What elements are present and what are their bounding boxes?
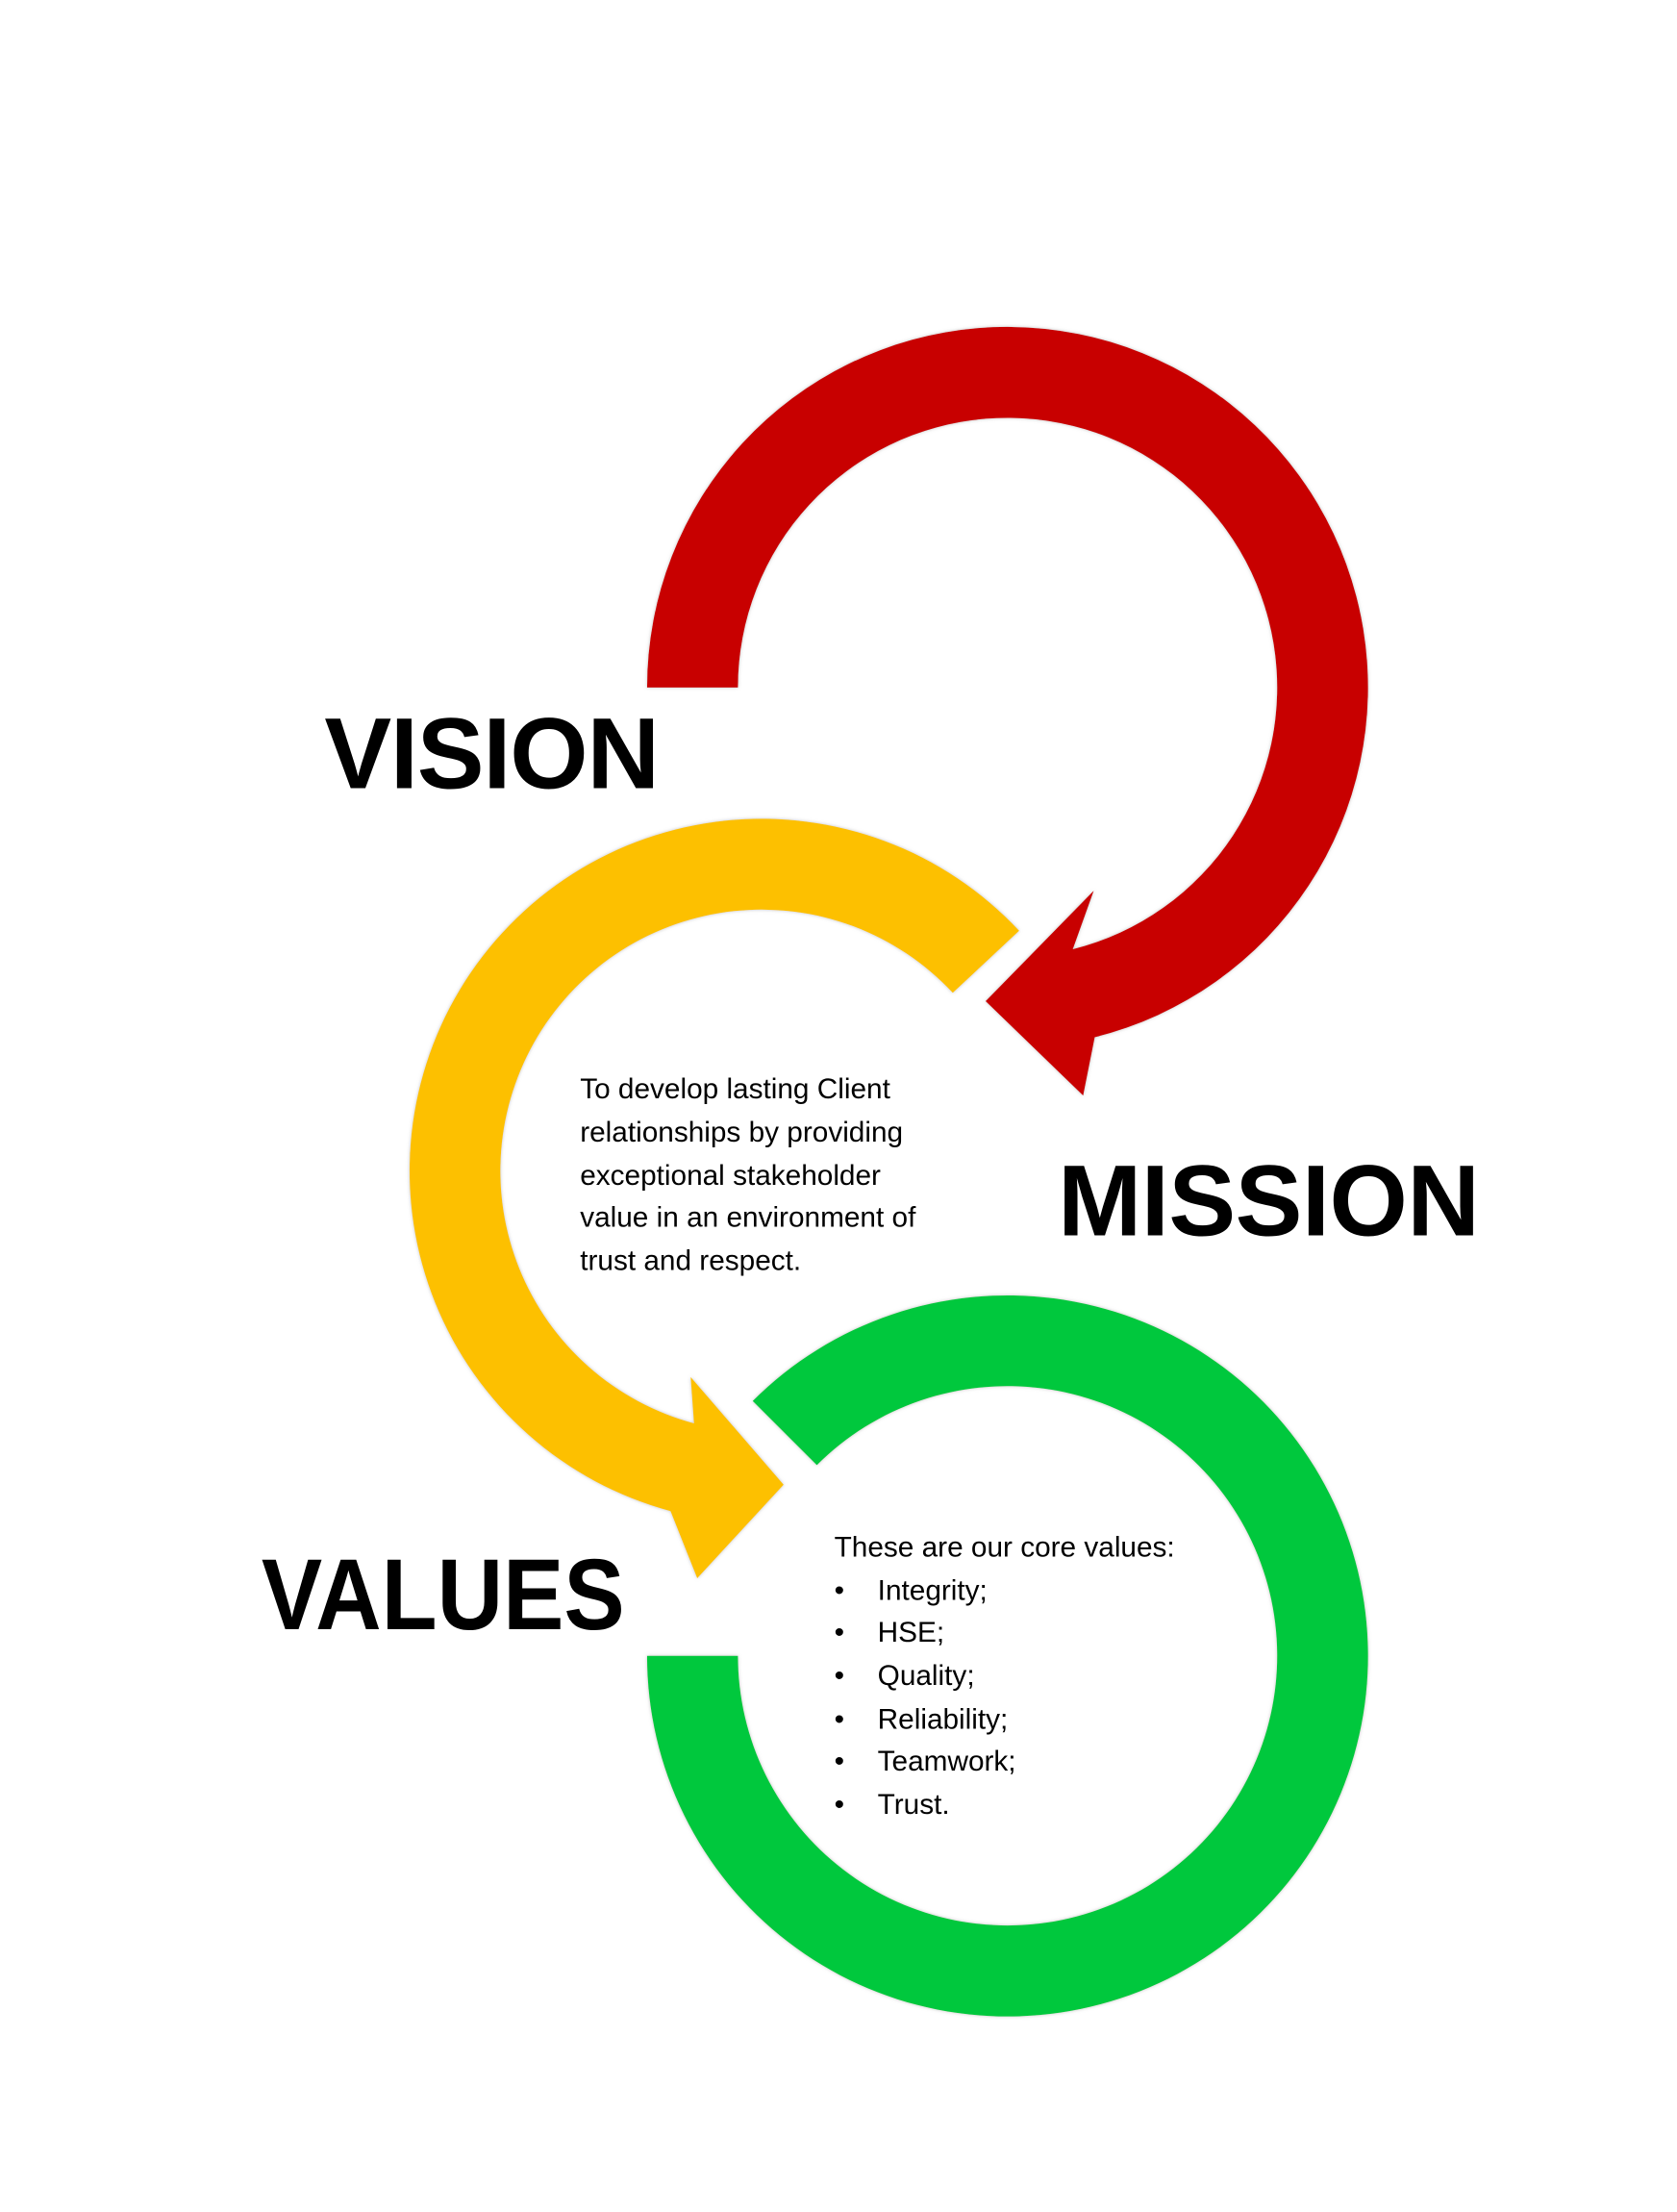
bullet-icon: • [835, 1703, 844, 1735]
value-item: Teamwork; [878, 1746, 1016, 1777]
bullet-icon: • [835, 1617, 844, 1648]
bullet-icon: • [835, 1575, 844, 1607]
mission-line: trust and respect. [580, 1245, 801, 1277]
mission-arrow [409, 818, 1019, 1578]
value-item: HSE; [878, 1617, 944, 1648]
value-item: Reliability; [878, 1703, 1009, 1735]
values-list: These are our core values: • Integrity; … [835, 1532, 1175, 1821]
bullet-icon: • [835, 1789, 844, 1821]
values-title: VALUES [262, 1539, 625, 1651]
values-intro: These are our core values: [835, 1532, 1175, 1564]
mission-line: value in an environment of [580, 1202, 916, 1234]
bullet-icon: • [835, 1746, 844, 1777]
vision-title: VISION [324, 697, 660, 810]
mission-line: exceptional stakeholder [580, 1160, 881, 1192]
mission-line: relationships by providing [580, 1117, 903, 1148]
mission-line: To develop lasting Client [580, 1073, 890, 1105]
mission-title: MISSION [1058, 1144, 1480, 1257]
value-item: Trust. [878, 1789, 950, 1821]
values-ring [646, 1295, 1368, 2017]
vision-arrow [646, 326, 1368, 1096]
value-item: Integrity; [878, 1575, 988, 1607]
value-item: Quality; [878, 1660, 975, 1692]
bullet-icon: • [835, 1660, 844, 1692]
mission-statement: To develop lasting Client relationships … [580, 1073, 916, 1277]
